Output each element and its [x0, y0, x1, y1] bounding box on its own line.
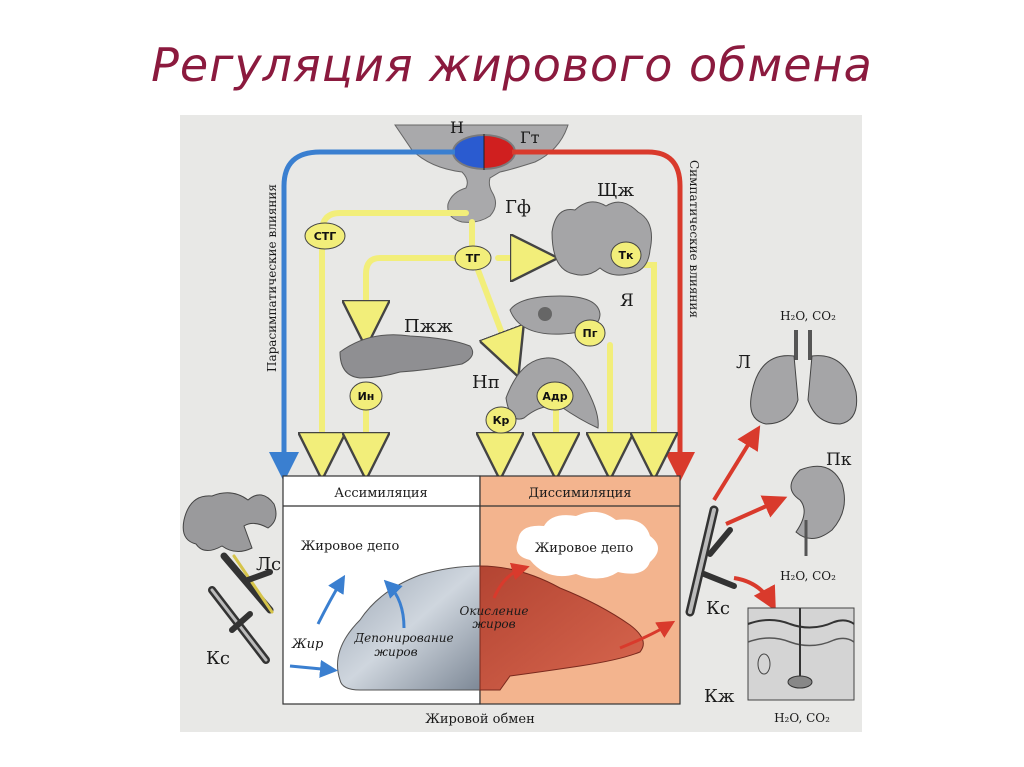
sympathetic-label: Симпатические влияния [687, 160, 701, 318]
parasympathetic-line [269, 149, 455, 482]
dissimilation-header: Диссимиляция [529, 486, 632, 501]
arrow-to-lungs [712, 425, 761, 502]
hormone-bubble-pg: Пг [574, 319, 606, 347]
fat-to-depot-arrow [316, 574, 346, 625]
hormone-label-kr: Кр [493, 414, 510, 427]
hormone-bubble-stg: СТГ [304, 222, 346, 250]
organ-label-n: Н [450, 118, 464, 137]
organ-label-ks-right: Кс [706, 598, 730, 619]
hormone-label-in: Ин [358, 390, 375, 403]
organ-label-ya: Я [620, 291, 634, 311]
fat-label: Жир [291, 637, 324, 652]
hormone-bubble-tg: ТГ [454, 245, 492, 271]
hormone-bubble-in: Ин [349, 381, 383, 411]
depot-left-label: Жировое депо [301, 539, 400, 554]
skin-section [747, 607, 855, 701]
deposition-label-2: жиров [374, 645, 417, 659]
hormone-label-tk: Тк [619, 249, 635, 262]
blood-vessels-left [208, 586, 270, 664]
organ-label-gf: Гф [505, 197, 531, 218]
lymph-vessels [220, 552, 274, 614]
organ-label-pzhzh: Пжж [404, 316, 453, 337]
footer-label: Жировой обмен [425, 712, 534, 727]
hormone-bubble-tk: Тк [610, 241, 642, 269]
organ-label-shzh: Щж [597, 180, 635, 201]
sympathetic-line [512, 149, 695, 482]
oxidation-label-2: жиров [472, 617, 515, 631]
hormone-label-pg: Пг [583, 327, 598, 340]
hormone-bubble-kr: Кр [485, 406, 517, 434]
organ-label-ks-left: Кс [206, 648, 230, 669]
organ-label-kzh: Кж [704, 686, 735, 707]
intestine-villi [182, 492, 277, 552]
product-middle: H₂O, CO₂ [780, 569, 836, 583]
hormone-label-stg: СТГ [314, 230, 337, 243]
depot-cloud [516, 511, 658, 579]
organ-label-np: Нп [472, 372, 500, 393]
arrow-to-skin [733, 576, 776, 612]
hormone-label-tg: ТГ [466, 252, 481, 265]
organ-label-gt: Гт [520, 128, 540, 147]
deposition-label-1: Депонирование [353, 631, 453, 645]
oxidation-label-1: Окисление [460, 604, 529, 618]
arrow-to-kidney [725, 495, 788, 526]
organ-label-ls: Лс [256, 554, 281, 575]
oxidation-arrow [492, 562, 530, 599]
organ-label-l: Л [736, 352, 751, 373]
ovary [509, 295, 601, 335]
fat-to-liver-arrow [289, 659, 338, 678]
hormone-label-adr: Адр [542, 390, 567, 403]
organ-label-pk: Пк [826, 450, 852, 470]
pancreas [339, 334, 474, 379]
hormone-bubble-adr: Адр [536, 381, 574, 411]
liver-out-arrow [619, 620, 676, 650]
lungs [750, 330, 858, 425]
product-top: H₂O, CO₂ [780, 309, 836, 323]
hypothalamus-pituitary [394, 124, 569, 223]
depot-right-label: Жировое депо [535, 541, 634, 556]
slide-title: Регуляция жирового обмена [151, 38, 873, 92]
product-bottom: H₂O, CO₂ [774, 711, 830, 725]
blood-vessels-right [685, 505, 737, 617]
liver [337, 565, 644, 691]
assimilation-header: Ассимиляция [334, 486, 428, 501]
hormone-arrows [322, 210, 654, 462]
kidney [790, 465, 845, 556]
parasympathetic-label: Парасимпатические влияния [265, 184, 279, 372]
deposition-arrow [383, 579, 406, 629]
